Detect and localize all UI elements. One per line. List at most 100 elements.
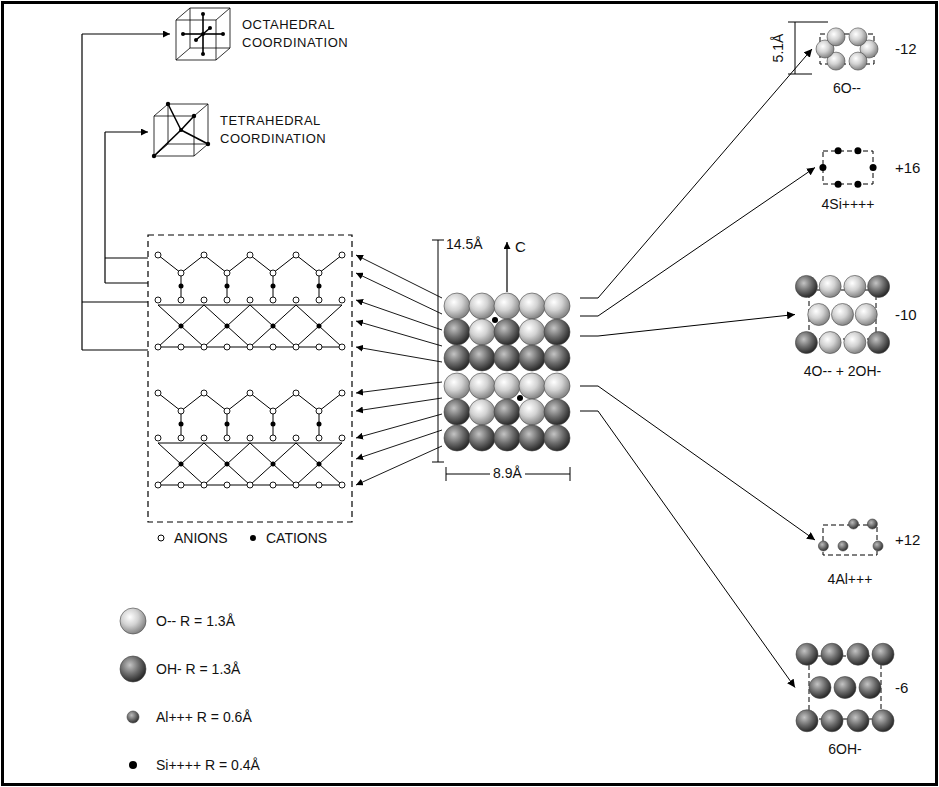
hydroxyl-sphere [847,710,869,732]
anion-circle [339,344,345,350]
anion-circle [247,435,253,441]
structure-box [148,235,352,522]
hydroxyl-sphere [809,677,831,699]
anion-circle [178,408,184,414]
legend-sample [118,606,148,636]
layer-formula: 4Al+++ [815,571,885,587]
oxygen-sphere [544,373,570,399]
anion-circle [224,270,230,276]
leader-arrow [356,347,442,362]
legend-sample [118,750,148,780]
legend-entry: Si++++ R = 0.4Å [118,750,260,780]
cube-edge [216,8,230,20]
legend-entry: O-- R = 1.3Å [118,606,235,636]
anion-circle [178,344,184,350]
anion-circle [339,252,345,258]
oxygen-sphere [444,373,470,399]
cube-edge [154,104,168,116]
silicon-dot [517,395,523,401]
anion-circle [339,297,345,303]
oxygen-sphere [832,304,854,326]
coordination-bond [154,130,181,156]
dimension-tick [432,240,444,241]
anion-point [194,38,198,42]
silicon-dot [835,181,842,188]
anion-circle [270,435,276,441]
legend-sample [156,533,166,543]
silicon-dot [271,462,276,467]
anion-circle [201,390,207,396]
hydroxyl-sphere [868,275,890,297]
oxygen-sphere [849,52,867,70]
bond-line [204,443,250,485]
cube-edge [194,144,208,156]
coordination-bond [181,130,208,144]
hydroxyl-sphere [544,319,570,345]
cube-edge [230,8,231,48]
oxygen-sphere [469,293,495,319]
anion-circle [270,482,276,488]
anion-circle [293,344,299,350]
hydroxyl-sphere [859,677,881,699]
anion-point [181,32,185,36]
coordination-brackets [82,34,170,350]
leader-arrow [356,255,442,298]
anion-circle [201,297,207,303]
oxygen-sphere [519,293,545,319]
cube-edge [176,20,216,21]
silicon-dot [179,422,184,427]
layer-sheet [812,24,882,74]
hydroxyl-sphere [544,399,570,425]
leader-arrow [356,300,442,330]
bracket-line [104,132,105,283]
anion-circle [201,344,207,350]
crystal-stack: C [435,236,580,466]
silicon-dot [835,147,842,154]
dimension-lines [432,22,828,481]
anion-circle [247,344,253,350]
bond-line [250,443,296,485]
cube-edge [176,60,216,61]
bond-line [296,305,342,347]
oxygen-sphere [819,332,841,354]
layer-formula: 6OH- [795,741,895,757]
leader-arrow [356,446,442,485]
layer-panel: 4Al++++12 [815,515,885,587]
hydroxyl-sphere [120,656,146,682]
anion-circle [178,270,184,276]
bond-line [204,305,250,347]
hydroxyl-sphere [821,710,843,732]
bracket-line [105,282,148,283]
bond-line [296,443,342,485]
leader-arrow [356,321,442,346]
silicon-dot [854,147,861,154]
hydroxyl-sphere [847,643,869,665]
hydroxyl-sphere [494,319,520,345]
anion-circle [155,435,161,441]
anion-circle [201,482,207,488]
coordination-bond [203,33,223,35]
cube-edge [168,104,169,144]
oxygen-sphere [519,373,545,399]
bracket-line [105,257,148,258]
layer-sheet [795,272,890,357]
cube-edge [216,48,230,60]
silicon-dot [492,317,498,323]
anion-circle [155,390,161,396]
anion-circle [224,435,230,441]
anion-circle [316,408,322,414]
legend-entry: CATIONS [248,530,327,546]
anion-circle [224,482,230,488]
layer-panel: 6OH--6 [795,640,895,757]
anion-circle [316,482,322,488]
coordination-bond [168,104,181,130]
anion-circle [316,297,322,303]
leader-arrow [356,430,442,459]
anion-circle [224,408,230,414]
coordination-label: OCTAHEDRAL COORDINATION [242,16,364,51]
charge-value: -12 [895,40,917,57]
anion-circle [293,252,299,258]
oxygen-sphere [844,275,866,297]
hydroxyl-sphere [444,345,470,371]
